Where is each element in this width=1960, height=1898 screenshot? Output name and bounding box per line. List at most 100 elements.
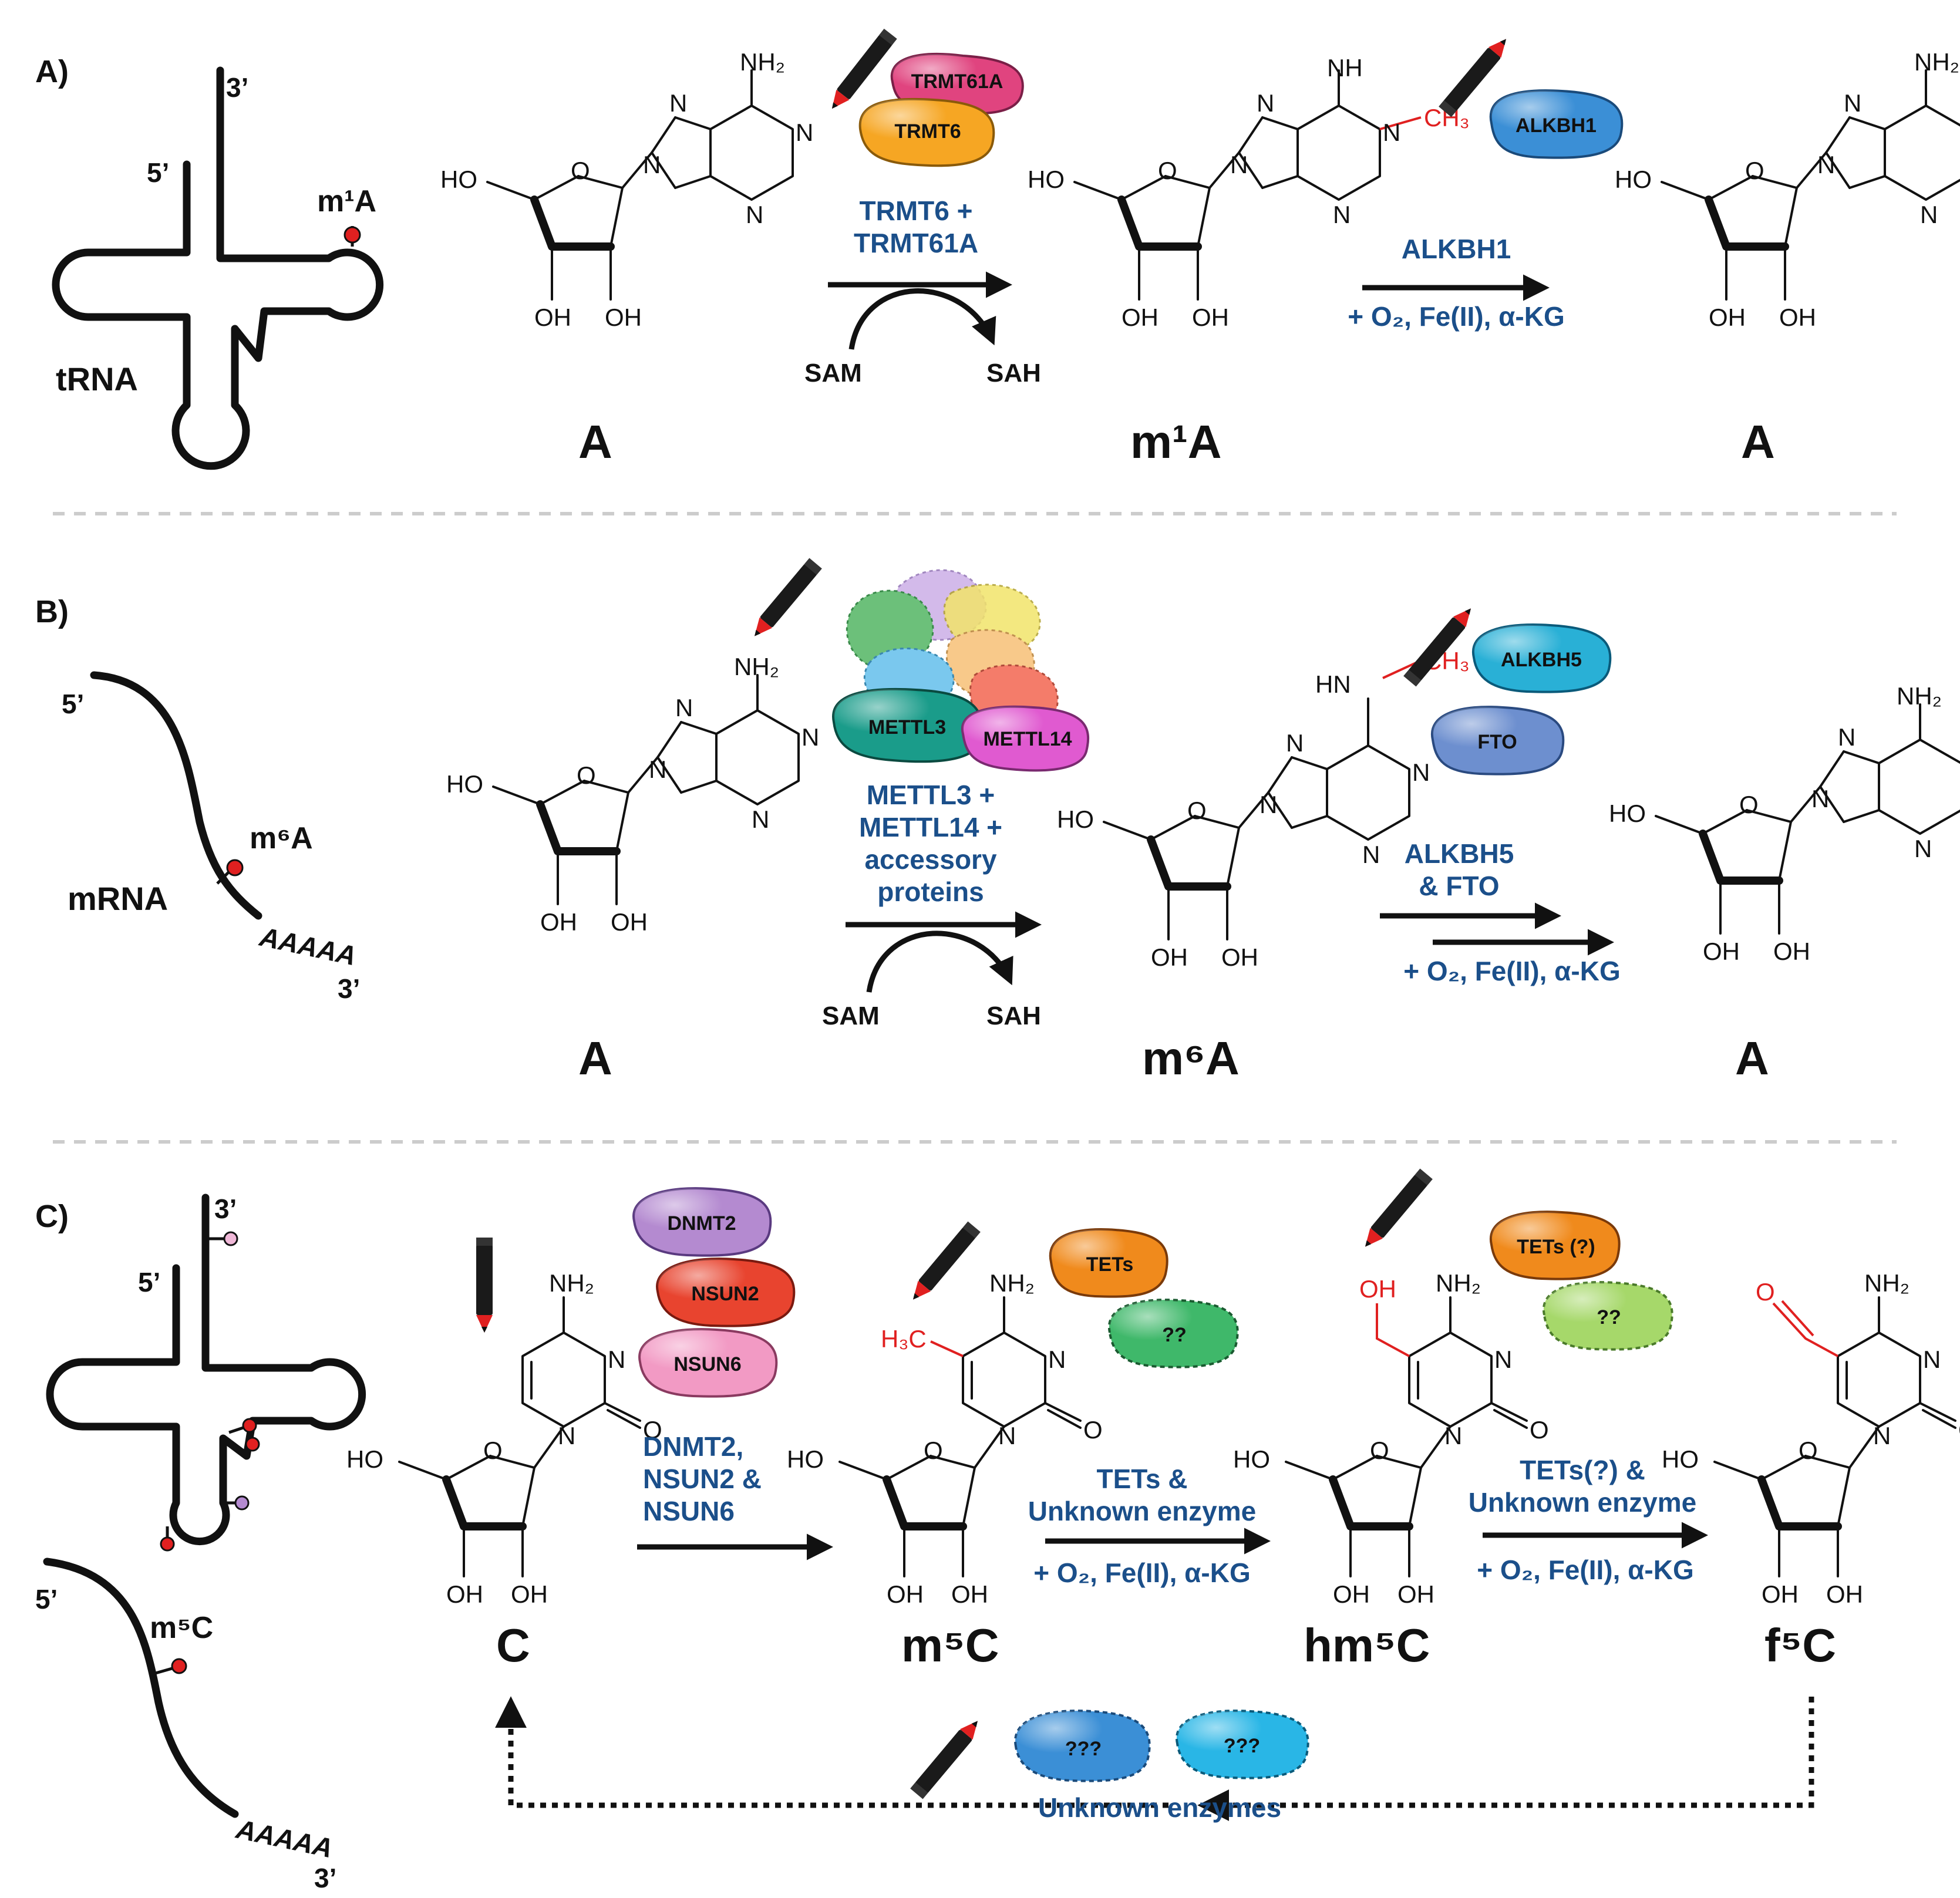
label-final-a: A bbox=[1741, 416, 1775, 468]
panel-b-label: B) bbox=[35, 594, 69, 629]
o-ring-hm5c: O bbox=[1370, 1437, 1389, 1464]
label-product2-c: hm⁵C bbox=[1304, 1619, 1430, 1671]
n3-a2: N bbox=[1920, 201, 1938, 228]
enzyme-nsun6: NSUN6 bbox=[638, 1328, 778, 1398]
adenosine-structure-b1: NH₂ N N N N O HO OH OH bbox=[446, 653, 819, 936]
n7-a1: N bbox=[669, 89, 687, 117]
hm5c-structure: NH₂ OH N N O O HO OH OH bbox=[1233, 1269, 1549, 1608]
enzyme-unknown1: ?? bbox=[1107, 1299, 1239, 1368]
cytidine-structure: NH₂ N N O O HO OH OH bbox=[346, 1269, 662, 1608]
oh1-a1: OH bbox=[534, 304, 571, 331]
n9-b2: N bbox=[1811, 785, 1829, 813]
nh2-f5c: NH₂ bbox=[1864, 1269, 1910, 1297]
enzyme-alkbh5-label: ALKBH5 bbox=[1501, 649, 1582, 671]
n3-b1: N bbox=[752, 805, 769, 833]
ho-hm5c: HO bbox=[1233, 1445, 1270, 1473]
o-ring-b2: O bbox=[1739, 791, 1759, 818]
m1a-structure: NH CH₃ N N N N O HO OH OH bbox=[1028, 54, 1470, 331]
mrna-b-name: mRNA bbox=[68, 880, 168, 917]
n3-m5c: N bbox=[1048, 1346, 1066, 1373]
ho-f5c: HO bbox=[1662, 1445, 1699, 1473]
trna-cartoon-a: 5’ 3’ m¹A tRNA bbox=[52, 66, 384, 470]
panel-c: C) 5’ 3’ 5’ AAAAA 3’ m⁵C bbox=[35, 1168, 1960, 1893]
enzyme-nsun2-label: NSUN2 bbox=[691, 1283, 759, 1305]
n9-m1a: N bbox=[1230, 151, 1248, 178]
oh1-m1a: OH bbox=[1122, 304, 1159, 331]
writer-pencil-b bbox=[748, 558, 822, 642]
pencil-hm5c bbox=[1359, 1168, 1433, 1252]
enzyme-trmt61a-label: TRMT61A bbox=[911, 70, 1003, 93]
panel-b: B) 5’ AAAAA 3’ m⁶A mRNA bbox=[35, 558, 1960, 1084]
oh2-hm5c: OH bbox=[1397, 1580, 1434, 1608]
oh2-a1: OH bbox=[605, 304, 642, 331]
o2-hm5c: O bbox=[1530, 1416, 1549, 1444]
writer-label-c-line2: NSUN2 & bbox=[643, 1464, 762, 1494]
f5c-structure: NH₂ O N N O O HO OH OH bbox=[1662, 1269, 1960, 1608]
adenosine-structure-a1: NH₂ N N N N O HO OH OH bbox=[440, 48, 813, 331]
o-ring-m5c: O bbox=[924, 1437, 943, 1464]
enzyme-dnmt2: DNMT2 bbox=[632, 1187, 772, 1257]
n7-m6a: N bbox=[1286, 729, 1304, 757]
oh1-b2: OH bbox=[1703, 938, 1740, 965]
oh1-f5c: OH bbox=[1762, 1580, 1799, 1608]
step3-label-line1: TETs(?) & bbox=[1520, 1455, 1645, 1485]
enzyme-alkbh5: ALKBH5 bbox=[1471, 623, 1612, 693]
o-ring-a1: O bbox=[571, 157, 590, 184]
enzyme-mettl14: METTL14 bbox=[961, 705, 1089, 772]
writer-label-c-line1: DNMT2, bbox=[643, 1431, 743, 1462]
label-product-b: m⁶A bbox=[1142, 1032, 1240, 1084]
oh2-a2: OH bbox=[1779, 304, 1816, 331]
mrna-b-3prime: 3’ bbox=[338, 973, 360, 1004]
enzyme-unknown4: ??? bbox=[1175, 1710, 1309, 1779]
nh-m1a: NH bbox=[1327, 54, 1363, 82]
n3-a1: N bbox=[746, 201, 763, 228]
adenosine-structure-b2: NH₂ N N N N O HO OH OH bbox=[1609, 682, 1960, 965]
n9-a2: N bbox=[1817, 151, 1835, 178]
oh1-c: OH bbox=[446, 1580, 483, 1608]
trna-c-dot5 bbox=[160, 1536, 175, 1552]
cofactor-out-b: SAH bbox=[986, 1002, 1041, 1030]
o2-c: O bbox=[643, 1416, 662, 1444]
n7-a2: N bbox=[1844, 89, 1861, 117]
ho-c: HO bbox=[346, 1445, 383, 1473]
nh2-b1: NH₂ bbox=[734, 653, 779, 680]
mrna-b-5prime: 5’ bbox=[62, 689, 84, 719]
n9-m6a: N bbox=[1259, 791, 1277, 818]
enzyme-unknown3-label: ??? bbox=[1065, 1738, 1102, 1760]
ho-b1: HO bbox=[446, 770, 483, 798]
mrna-c-tail: AAAAA bbox=[233, 1813, 335, 1864]
m5c-site-dot bbox=[171, 1658, 187, 1674]
n1-m1a: N bbox=[1383, 119, 1400, 146]
oh2-b2: OH bbox=[1773, 938, 1810, 965]
o-ring-b1: O bbox=[577, 761, 596, 789]
label-final-b: A bbox=[1735, 1032, 1769, 1084]
mrna-c-5prime: 5’ bbox=[35, 1584, 58, 1614]
o2-f5c: O bbox=[1958, 1416, 1960, 1444]
oh1-hm5c: OH bbox=[1333, 1580, 1370, 1608]
enzyme-trmt6-label: TRMT6 bbox=[894, 120, 961, 143]
oh1-b1: OH bbox=[540, 908, 577, 936]
mrna-b-mark-label: m⁶A bbox=[250, 821, 313, 855]
enzyme-tets: TETs bbox=[1049, 1228, 1168, 1298]
oh1-m5c: OH bbox=[887, 1580, 924, 1608]
label-substrate-a: A bbox=[578, 416, 612, 468]
label-substrate-b: A bbox=[578, 1032, 612, 1084]
sam-sah-arrow-a bbox=[848, 288, 996, 350]
return-arrow-right bbox=[1197, 1697, 1814, 1821]
oh2-f5c: OH bbox=[1826, 1580, 1863, 1608]
trna-c-dot2 bbox=[242, 1418, 257, 1433]
trna-c-dot3 bbox=[245, 1437, 260, 1452]
enzyme-unknown4-label: ??? bbox=[1224, 1735, 1260, 1757]
mrna-b-tail: AAAAA bbox=[257, 921, 359, 972]
cofactor-out-a: SAH bbox=[986, 359, 1041, 387]
mrna-c-mark-label: m⁵C bbox=[150, 1611, 213, 1645]
m1a-site-dot bbox=[343, 226, 361, 244]
enzyme-tets-label: TETs bbox=[1086, 1253, 1134, 1276]
writer-label-c-line3: NSUN6 bbox=[643, 1496, 735, 1526]
mrna-cartoon-c: 5’ AAAAA 3’ m⁵C bbox=[35, 1557, 336, 1893]
n9-a1: N bbox=[643, 151, 661, 178]
label-product1-c: m⁵C bbox=[901, 1619, 999, 1671]
eraser-cond-a: + O₂, Fe(II), α-KG bbox=[1348, 301, 1564, 332]
sam-sah-arrow-b bbox=[866, 931, 1013, 993]
